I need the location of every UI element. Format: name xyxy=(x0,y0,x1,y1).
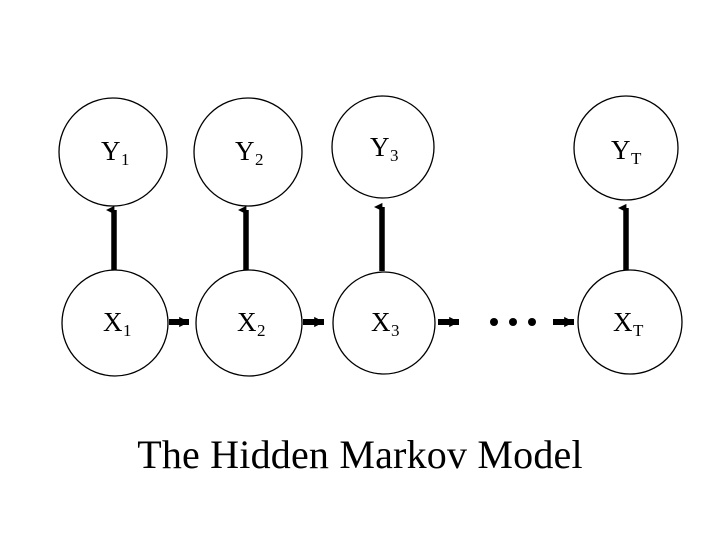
observed-node-circles xyxy=(58,95,679,207)
node-label-yt-base: Y xyxy=(611,135,631,165)
emission-arrow-group xyxy=(106,202,629,271)
node-label-x3: X3 xyxy=(371,307,400,341)
ellipsis-dots xyxy=(490,318,536,326)
node-label-y3: Y3 xyxy=(370,132,399,166)
node-circle-y3[interactable] xyxy=(331,95,435,199)
ellipsis-dot xyxy=(528,318,536,326)
node-label-xt: XT xyxy=(613,307,644,341)
node-circle-y2[interactable] xyxy=(193,97,303,207)
node-label-y3-base: Y xyxy=(370,132,390,162)
node-label-x1-subscript: 1 xyxy=(123,321,132,341)
node-label-y2-subscript: 2 xyxy=(255,150,264,170)
node-label-xt-subscript: T xyxy=(633,321,644,341)
node-circle-x3[interactable] xyxy=(332,271,436,375)
node-label-x2: X2 xyxy=(237,307,266,341)
node-circle-yt[interactable] xyxy=(573,95,679,201)
node-label-xt-base: X xyxy=(613,307,633,337)
ellipsis-dot xyxy=(509,318,517,326)
node-label-y1-subscript: 1 xyxy=(121,150,130,170)
node-label-x1: X1 xyxy=(103,307,132,341)
node-label-x3-base: X xyxy=(371,307,391,337)
node-label-y2-base: Y xyxy=(235,136,255,166)
node-label-yt: YT xyxy=(611,135,642,169)
node-label-y3-subscript: 3 xyxy=(390,146,399,166)
node-circle-x2[interactable] xyxy=(195,269,303,377)
node-label-y1: Y1 xyxy=(101,136,130,170)
node-label-y2: Y2 xyxy=(235,136,264,170)
node-circle-x1[interactable] xyxy=(61,269,169,377)
node-circle-y1[interactable] xyxy=(58,97,168,207)
figure-caption: The Hidden Markov Model xyxy=(137,432,583,477)
node-circle-xt[interactable] xyxy=(577,269,683,375)
node-label-y1-base: Y xyxy=(101,136,121,166)
hidden-node-circles xyxy=(61,269,683,377)
node-label-x3-subscript: 3 xyxy=(391,321,400,341)
node-label-x2-base: X xyxy=(237,307,257,337)
ellipsis-dot xyxy=(490,318,498,326)
node-label-yt-subscript: T xyxy=(631,149,642,169)
node-label-x1-base: X xyxy=(103,307,123,337)
node-label-x2-subscript: 2 xyxy=(257,321,266,341)
